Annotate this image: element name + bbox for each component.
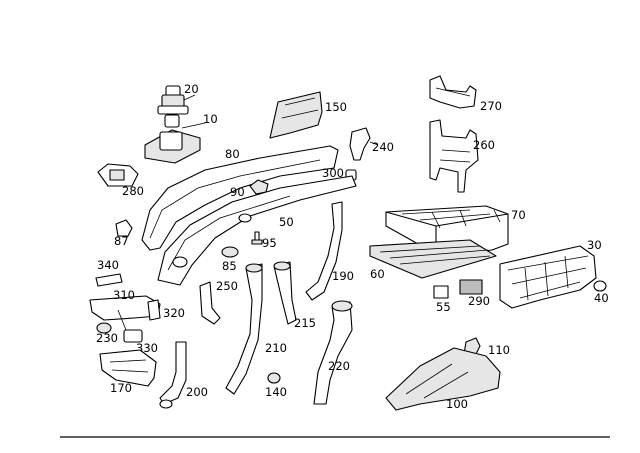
- part-label-200[interactable]: 200: [186, 385, 208, 399]
- part-label-85[interactable]: 85: [222, 259, 237, 273]
- part-label-110[interactable]: 110: [488, 343, 510, 357]
- part-150-drawing: [269, 91, 323, 139]
- part-label-80[interactable]: 80: [225, 147, 240, 161]
- part-label-140[interactable]: 140: [265, 385, 287, 399]
- part-200-drawing: [159, 341, 187, 409]
- part-label-230[interactable]: 230: [96, 331, 118, 345]
- part-260-drawing: [429, 119, 479, 193]
- part-label-70[interactable]: 50: [279, 215, 294, 229]
- part-label-150[interactable]: 150: [325, 100, 347, 114]
- part-87-drawing: [115, 219, 133, 237]
- part-label-20[interactable]: 20: [184, 82, 199, 96]
- part-20-drawing: [157, 85, 196, 115]
- part-label-340[interactable]: 340: [97, 258, 119, 272]
- part-label-290[interactable]: 290: [468, 294, 490, 308]
- part-95-drawing: [251, 231, 263, 245]
- part-label-210[interactable]: 210: [265, 341, 287, 355]
- part-170-drawing: [99, 349, 157, 387]
- part-310-drawing: [89, 295, 161, 331]
- part-label-280[interactable]: 280: [122, 184, 144, 198]
- part-label-310[interactable]: 310: [113, 288, 135, 302]
- part-330-drawing: [123, 329, 143, 343]
- part-340-drawing: [95, 273, 123, 287]
- part-240-drawing: [349, 127, 379, 161]
- part-label-55[interactable]: 55: [436, 300, 451, 314]
- part-270-drawing: [429, 75, 477, 109]
- part-label-215[interactable]: 215: [294, 316, 316, 330]
- part-80-drawing: [141, 145, 339, 251]
- part-label-30[interactable]: 30: [587, 238, 602, 252]
- part-70-drawing: [157, 175, 357, 286]
- part-40-drawing: [593, 280, 607, 292]
- part-100-drawing: [385, 347, 501, 411]
- part-290-drawing: [459, 279, 483, 295]
- part-label-320[interactable]: 320: [163, 306, 185, 320]
- part-label-10[interactable]: 10: [203, 112, 218, 126]
- part-140-drawing: [267, 372, 281, 384]
- part-220-drawing: [313, 300, 353, 405]
- part-320-drawing: [147, 299, 161, 321]
- part-label-220[interactable]: 220: [328, 359, 350, 373]
- part-label-87[interactable]: 87: [114, 234, 129, 248]
- part-label-170[interactable]: 170: [110, 381, 132, 395]
- part-210-drawing: [225, 263, 263, 395]
- part-label-95[interactable]: 95: [262, 236, 277, 250]
- part-215-drawing: [273, 261, 297, 325]
- part-label-100[interactable]: 100: [446, 397, 468, 411]
- part-label-300[interactable]: 300: [322, 166, 344, 180]
- part-30-drawing: [499, 245, 597, 309]
- part-label-50[interactable]: 70: [511, 208, 526, 222]
- part-85-drawing: [221, 246, 239, 258]
- part-250-drawing: [199, 281, 221, 325]
- part-label-240[interactable]: 240: [372, 140, 394, 154]
- part-10-drawing: [144, 114, 206, 164]
- part-label-40[interactable]: 40: [594, 291, 609, 305]
- part-190-drawing: [305, 201, 343, 301]
- part-label-60[interactable]: 60: [370, 267, 385, 281]
- part-label-90[interactable]: 90: [230, 185, 245, 199]
- part-280-drawing: [97, 163, 139, 187]
- part-label-250[interactable]: 250: [216, 279, 238, 293]
- part-label-190[interactable]: 190: [332, 269, 354, 283]
- part-55-drawing: [433, 285, 449, 299]
- part-60-drawing: [369, 239, 497, 279]
- part-label-260[interactable]: 260: [473, 138, 495, 152]
- part-label-270[interactable]: 270: [480, 99, 502, 113]
- part-230-drawing: [96, 322, 112, 334]
- part-90-drawing: [249, 179, 269, 195]
